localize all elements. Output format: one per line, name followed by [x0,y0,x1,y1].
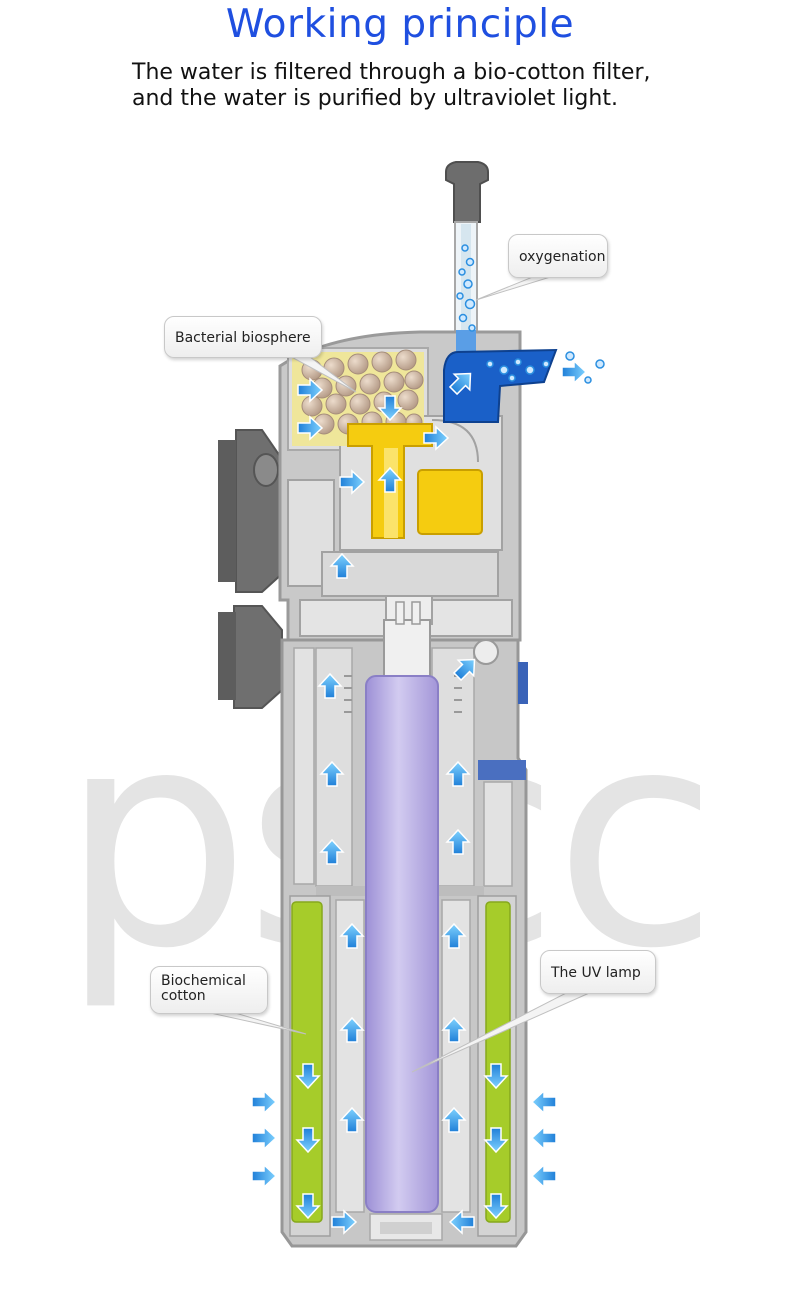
bend-pipe [431,419,479,463]
uv-lamp-callout: The UV lamp [540,950,656,994]
uv-lamp [365,601,439,1213]
subtitle-line-2: and the water is purified by ultraviolet… [132,86,618,111]
lower-housing [280,638,528,1248]
oxygenation-callout: oxygenation [508,234,608,278]
biochemical-cotton-label-2: cotton [161,988,206,1004]
page-subtitle: The water is filtered through a bio-cott… [132,60,772,112]
suction-cups [218,429,296,709]
bacterial-biosphere-callout: Bacterial biosphere [164,316,322,358]
oxygen-bubbles [456,244,605,384]
biochemical-cotton-callout: Biochemical cotton [150,966,268,1014]
subtitle-line-1: The water is filtered through a bio-cott… [132,60,651,85]
biochemical-cotton-label-1: Biochemical [161,973,246,989]
page-title: Working principle [225,2,575,47]
